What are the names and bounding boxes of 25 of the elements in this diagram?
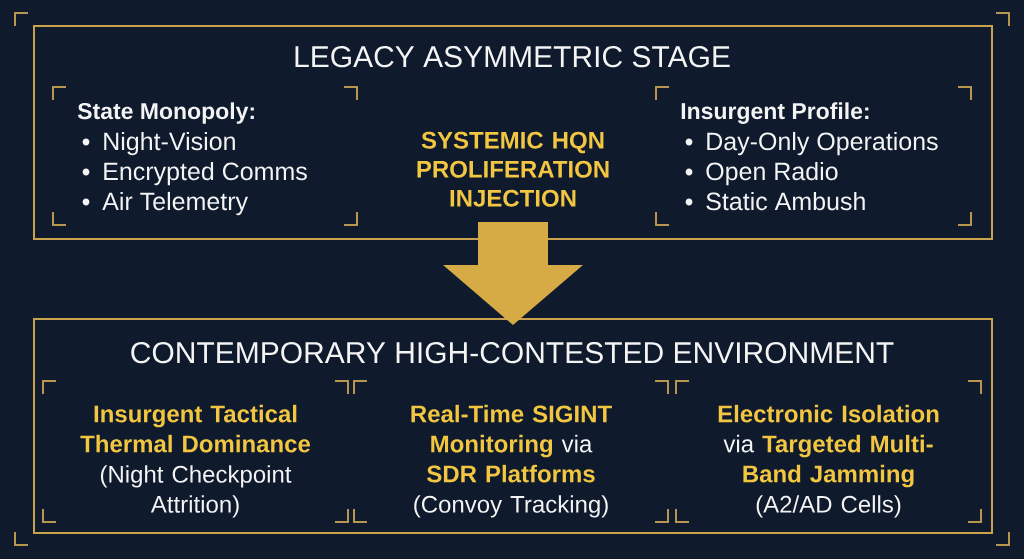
card-note: (Night Checkpoint Attrition) [100, 465, 292, 518]
panel-heading: Insurgent Profile: [681, 102, 869, 124]
list-item: Night-Vision [104, 131, 235, 156]
list-item: Day-Only Operations [707, 131, 938, 156]
bracket-panel [52, 86, 358, 226]
card-note: (Convoy Tracking) [414, 495, 608, 518]
bracket-panel [655, 86, 972, 226]
bracket-panel [353, 380, 669, 523]
list-item: Static Ambush [706, 191, 865, 211]
card-heading: Real-Time SIGINT Monitoring via SDR Platforms [411, 404, 612, 483]
stage-box [33, 25, 993, 240]
panel-heading: State Monopoly: [77, 102, 254, 124]
stage-title: LEGACY ASYMMETRIC STAGE [295, 46, 730, 68]
bracket-panel [675, 380, 982, 523]
card-note: (A2/AD Cells) [756, 495, 901, 518]
bracket-panel [42, 380, 349, 523]
edge-label: SYSTEMIC HQN PROLIFERATION INJECTION [407, 127, 619, 217]
stage-title: CONTEMPORARY HIGH-CONTESTED ENVIRONMENT [131, 342, 894, 364]
list-item: Open Radio [706, 161, 838, 186]
list-item: Air Telemetry [102, 191, 248, 216]
list-item: Encrypted Comms [104, 161, 307, 186]
card-heading: Insurgent Tactical Thermal Dominance [80, 404, 311, 453]
card-heading: Electronic Isolation via Targeted Multi-Band Jamming [718, 404, 939, 488]
block-arrow [443, 222, 583, 325]
stage-box [33, 318, 993, 534]
